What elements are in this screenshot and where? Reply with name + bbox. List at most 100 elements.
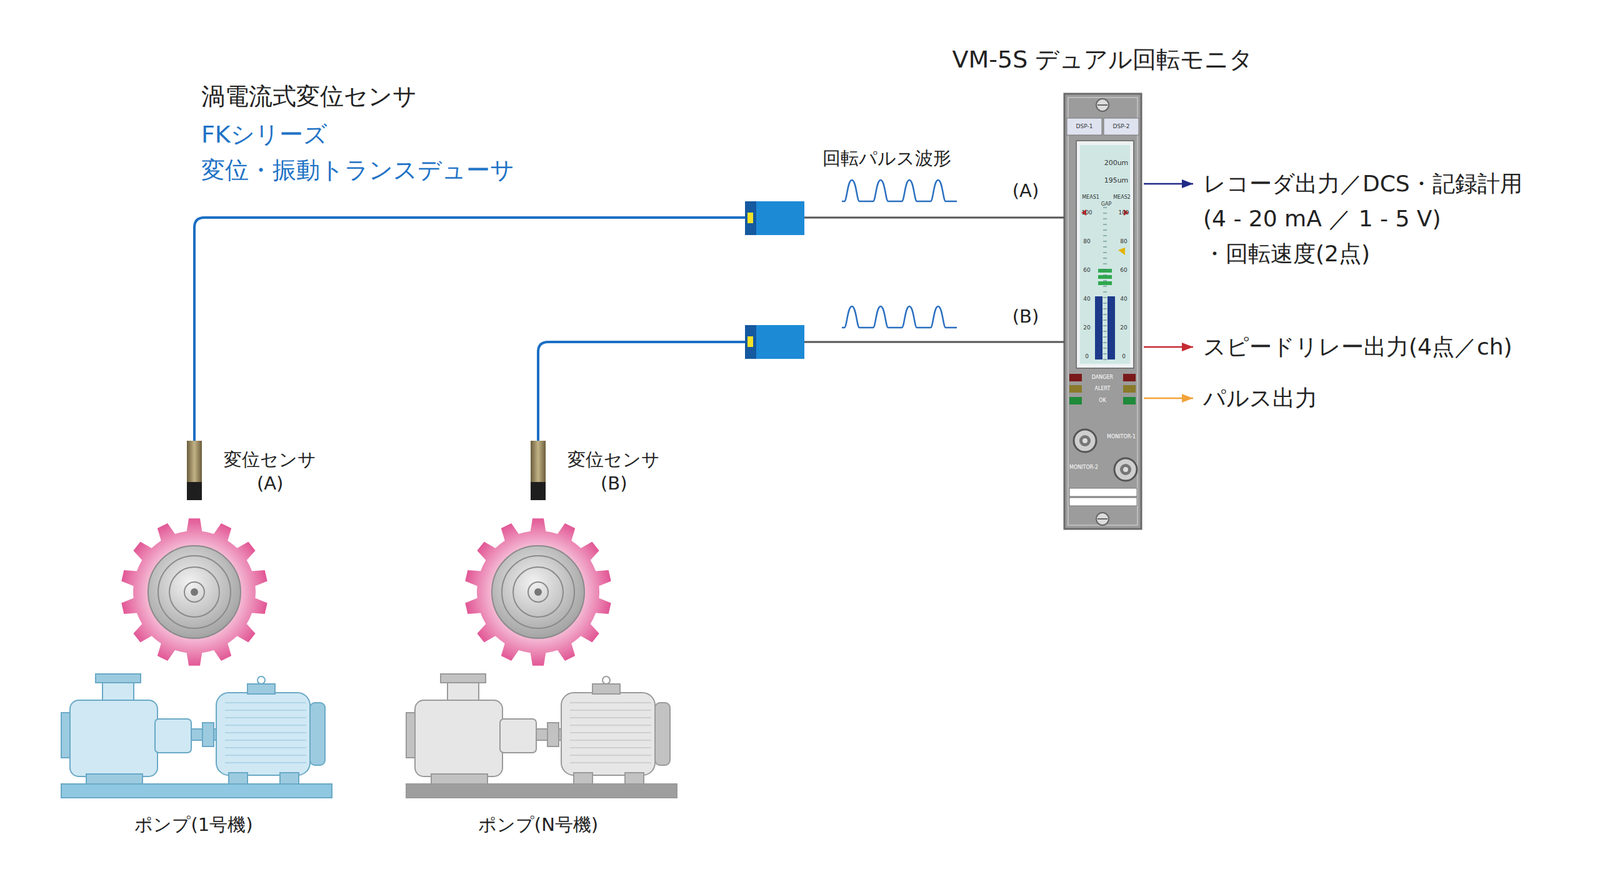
- output-item: パルス出力: [1203, 380, 1318, 416]
- cooling-fin: [570, 755, 652, 756]
- cooling-fin: [570, 725, 652, 726]
- scale-tick: [1103, 224, 1107, 225]
- monitor-panel-part: [1098, 268, 1112, 273]
- monitor-panel-part: [1098, 275, 1112, 279]
- bearing-housing: [155, 718, 192, 753]
- monitor-panel-part: [1098, 281, 1112, 285]
- transducer-part: [745, 201, 805, 235]
- scale-tick: [1103, 325, 1107, 327]
- scale-tick: [1103, 331, 1107, 332]
- disk-hub: [190, 588, 199, 596]
- scale-tick: [1103, 235, 1107, 237]
- label-text: 20: [1083, 324, 1090, 332]
- node-text: ・回転速度(2点): [1203, 236, 1523, 272]
- output-item: スピードリレー出力(4点／ch): [1203, 329, 1513, 365]
- scale-tick: [1103, 303, 1107, 304]
- arrow-head: [1181, 179, 1194, 189]
- coupling: [547, 722, 559, 747]
- cooling-fin: [570, 762, 652, 764]
- monitor-panel-part: [1066, 118, 1102, 135]
- eye-bolt: [257, 676, 265, 684]
- scale-tick: [1103, 263, 1107, 265]
- scale-tick: [1103, 297, 1107, 299]
- monitor-unit: VM-5S デュアル回転モニタ: [1064, 93, 1142, 529]
- transducer-part: [745, 325, 757, 359]
- cooling-fin: [225, 740, 307, 741]
- fan-cover: [655, 702, 670, 765]
- monitor-panel-part: [1068, 97, 1138, 525]
- transducer-part: [745, 201, 757, 235]
- connector: [1143, 179, 1194, 189]
- scale-tick: [1103, 241, 1107, 242]
- scale-tick: [1103, 213, 1107, 214]
- monitor-panel-part: [1073, 429, 1097, 452]
- label-text: MEAS2: [1113, 194, 1131, 201]
- label-text: 渦電流式変位センサ: [201, 82, 417, 112]
- displacement-sensor-part: [530, 440, 546, 482]
- signal-cable: [804, 341, 1065, 344]
- monitor-panel-part: [1123, 396, 1136, 405]
- label-text: ポンプ(1号機): [134, 813, 253, 836]
- disk-hub: [534, 588, 542, 596]
- monitor-panel-part: [1123, 373, 1136, 382]
- cooling-fin: [570, 747, 652, 749]
- cooling-fin: [570, 717, 652, 719]
- node-text: 変位センサ (A): [219, 448, 321, 495]
- base-plate: [61, 783, 332, 798]
- monitor-panel-part: [1069, 373, 1082, 382]
- disk-ring: [184, 581, 205, 602]
- pulse-waveform: [841, 306, 957, 328]
- label-text: 60: [1120, 266, 1127, 274]
- pump-foot: [86, 773, 143, 784]
- scale-tick: [1103, 314, 1107, 315]
- label-text: 195um: [1104, 176, 1129, 185]
- connector: [1143, 393, 1194, 403]
- scale-tick: [1103, 280, 1107, 282]
- scale-tick: [1103, 320, 1107, 321]
- disk-ring: [528, 581, 549, 602]
- gear-teeth: [465, 518, 611, 665]
- monitor-panel: [1064, 93, 1142, 529]
- monitor-panel-part: [1103, 118, 1139, 135]
- label-text: MEAS1: [1081, 194, 1100, 201]
- cooling-fin: [225, 702, 307, 704]
- scale-tick: [1103, 359, 1107, 360]
- arrow-head: [1181, 393, 1194, 403]
- label-text: DSP-2: [1113, 123, 1130, 130]
- node-text: VM-5S デュアル回転モニタ: [952, 43, 1254, 76]
- monitor-panel-part: [1096, 98, 1109, 112]
- label-text: FKシリーズ: [201, 120, 328, 150]
- monitor-panel-part: [1097, 518, 1108, 520]
- base-plate: [406, 783, 677, 798]
- monitor-panel-part: [1079, 435, 1091, 447]
- terminal-box: [247, 683, 275, 694]
- label-text: 80: [1083, 238, 1090, 245]
- terminal-box: [592, 683, 620, 694]
- sensor-cable: [538, 341, 745, 441]
- transducer-part: [745, 325, 805, 359]
- motor-foot: [573, 772, 593, 784]
- label-text: DANGER: [1091, 374, 1114, 381]
- label-text: 60: [1083, 266, 1090, 274]
- monitor-panel-part: [1096, 512, 1109, 525]
- monitor-panel-part: [1069, 385, 1082, 393]
- coupling: [202, 722, 214, 747]
- pump-foot: [431, 773, 488, 784]
- motor-foot: [625, 772, 644, 784]
- monitor-panel-part: [1069, 497, 1137, 506]
- scale-tick: [1103, 336, 1107, 338]
- scale-tick: [1103, 291, 1107, 293]
- edge-label: (A): [1010, 180, 1041, 202]
- output-item: レコーダ出力／DCS・記録計用(4 - 20 mA ／ 1 - 5 V)・回転速…: [1203, 166, 1523, 272]
- scale-tick: [1103, 286, 1107, 287]
- label-text: ポンプ(N号機): [478, 813, 599, 836]
- eye-bolt: [602, 676, 610, 684]
- gear: [121, 518, 267, 665]
- cooling-fin: [225, 710, 307, 711]
- cooling-fin: [225, 762, 307, 764]
- cooling-fin: [225, 747, 307, 749]
- disk-ring: [169, 566, 220, 617]
- monitor-panel-part: [1123, 466, 1129, 472]
- scale-tick: [1103, 258, 1107, 259]
- label-text: 80: [1120, 238, 1127, 245]
